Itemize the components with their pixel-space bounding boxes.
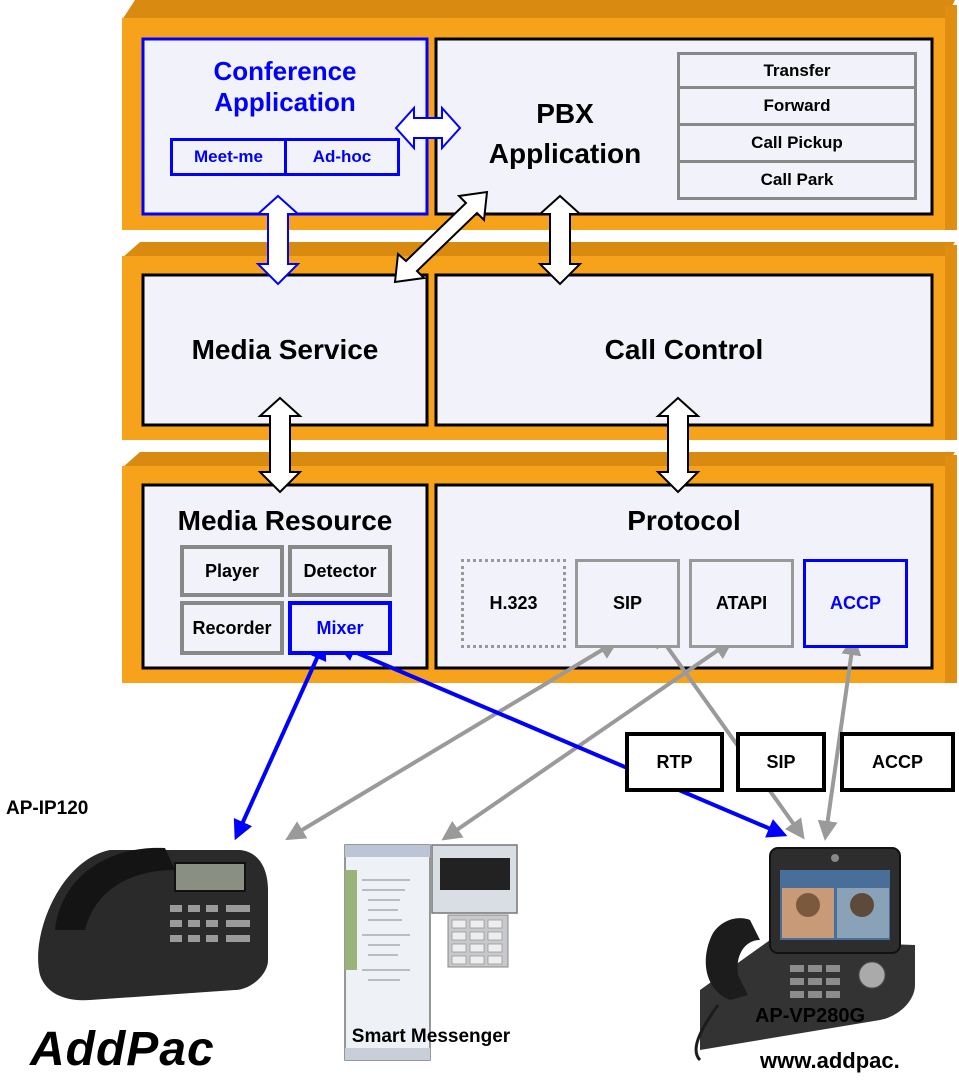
feature-forward: Forward [677,89,917,126]
media-resource-title: Media Resource [177,505,393,536]
accp-label: ACCP [829,593,881,613]
recorder-label: Recorder [192,617,272,638]
call-control-title: Call Control [604,334,764,365]
feature-forward-label: Forward [763,96,831,115]
media-service-panel [141,273,429,427]
conference-title-line1: Conference [213,56,357,86]
sip-box: SIP [575,559,680,648]
legend-accp-label: ACCP [871,751,923,772]
addpac-logo: AddPac [30,1023,215,1076]
protocol-title: Protocol [627,505,741,536]
legend-rtp: RTP [625,732,724,792]
pbx-title-line2: Application [488,138,642,169]
detector-box: Detector [288,545,392,597]
feature-call-park: Call Park [677,163,917,200]
recorder-box: Recorder [180,601,284,655]
legend-sip: SIP [736,732,826,792]
player-label: Player [204,560,260,581]
conference-panel [141,37,429,216]
legend-sip-label: SIP [766,751,796,772]
media-service-title: Media Service [191,334,379,365]
sip-label: SIP [612,593,642,613]
ad-hoc-box: Ad-hoc [284,138,400,176]
accp-box: ACCP [803,559,908,648]
detector-label: Detector [303,560,377,581]
rtp-connections [233,639,788,841]
meet-me-label: Meet-me [194,147,263,166]
feature-call-pickup: Call Pickup [677,126,917,163]
videophone-label: AP-VP280G [754,1005,866,1027]
mixer-box: Mixer [288,601,392,655]
feature-call-park-label: Call Park [760,170,834,189]
smart-messenger-image [344,844,518,1061]
conference-title-line2: Application [214,87,356,117]
ad-hoc-label: Ad-hoc [312,147,372,166]
mixer-label: Mixer [316,617,364,638]
h323-box: H.323 [461,559,566,648]
conference-title: Conference Application [143,56,427,118]
hollow-arrows [255,105,701,494]
video-phone-image [694,847,915,1062]
legend-rtp-label: RTP [656,751,693,772]
atapi-box: ATAPI [689,559,794,648]
call-control-panel [434,273,934,427]
pbx-title: PBX Application [460,94,670,174]
atapi-label: ATAPI [715,593,768,613]
feature-transfer-label: Transfer [763,60,831,80]
feature-call-pickup-label: Call Pickup [751,133,843,152]
smart-messenger-label: Smart Messenger [351,1026,511,1047]
player-box: Player [180,545,284,597]
legend-accp: ACCP [840,732,955,792]
h323-label: H.323 [489,593,538,613]
feature-transfer: Transfer [677,52,917,89]
meet-me-box: Meet-me [170,138,287,176]
pbx-title-line1: PBX [536,98,594,129]
ip-phone-image [38,847,268,1001]
website-url: www.addpac. [760,1048,900,1073]
pbx-feature-list: Transfer Forward Call Pickup Call Park [677,52,917,200]
ip-phone-label: AP-IP120 [6,798,89,819]
